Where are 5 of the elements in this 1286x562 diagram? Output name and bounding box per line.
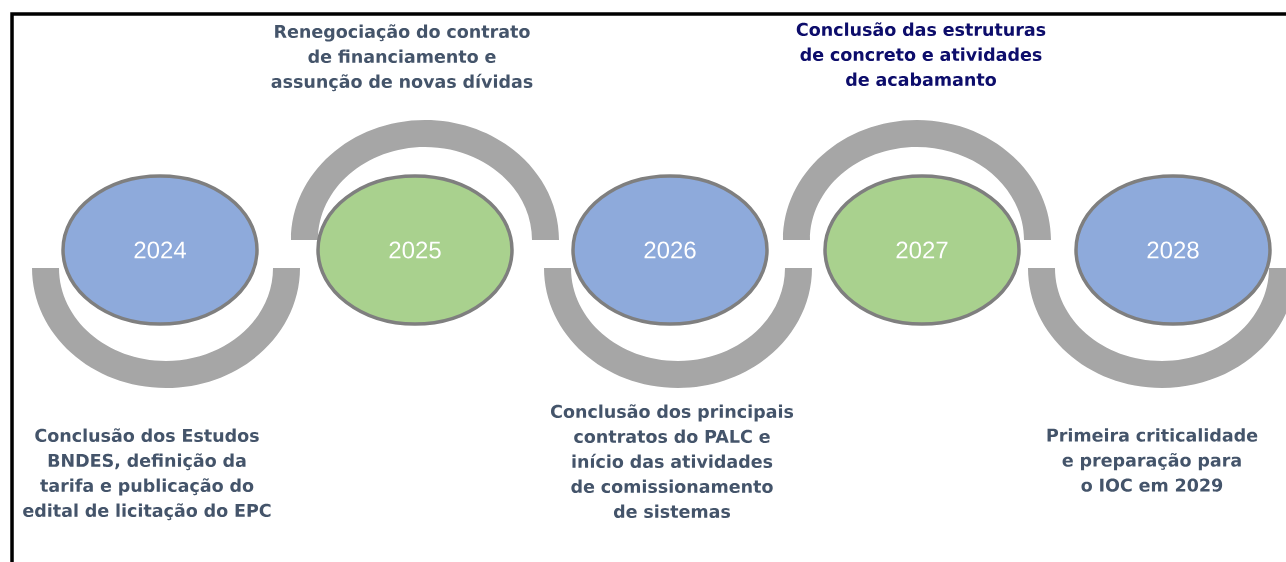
- ring-arc: [32, 268, 300, 388]
- ring-arc: [1028, 268, 1286, 388]
- ring-arc: [544, 268, 812, 388]
- ring-arc: [291, 120, 559, 240]
- ring-arc: [783, 120, 1051, 240]
